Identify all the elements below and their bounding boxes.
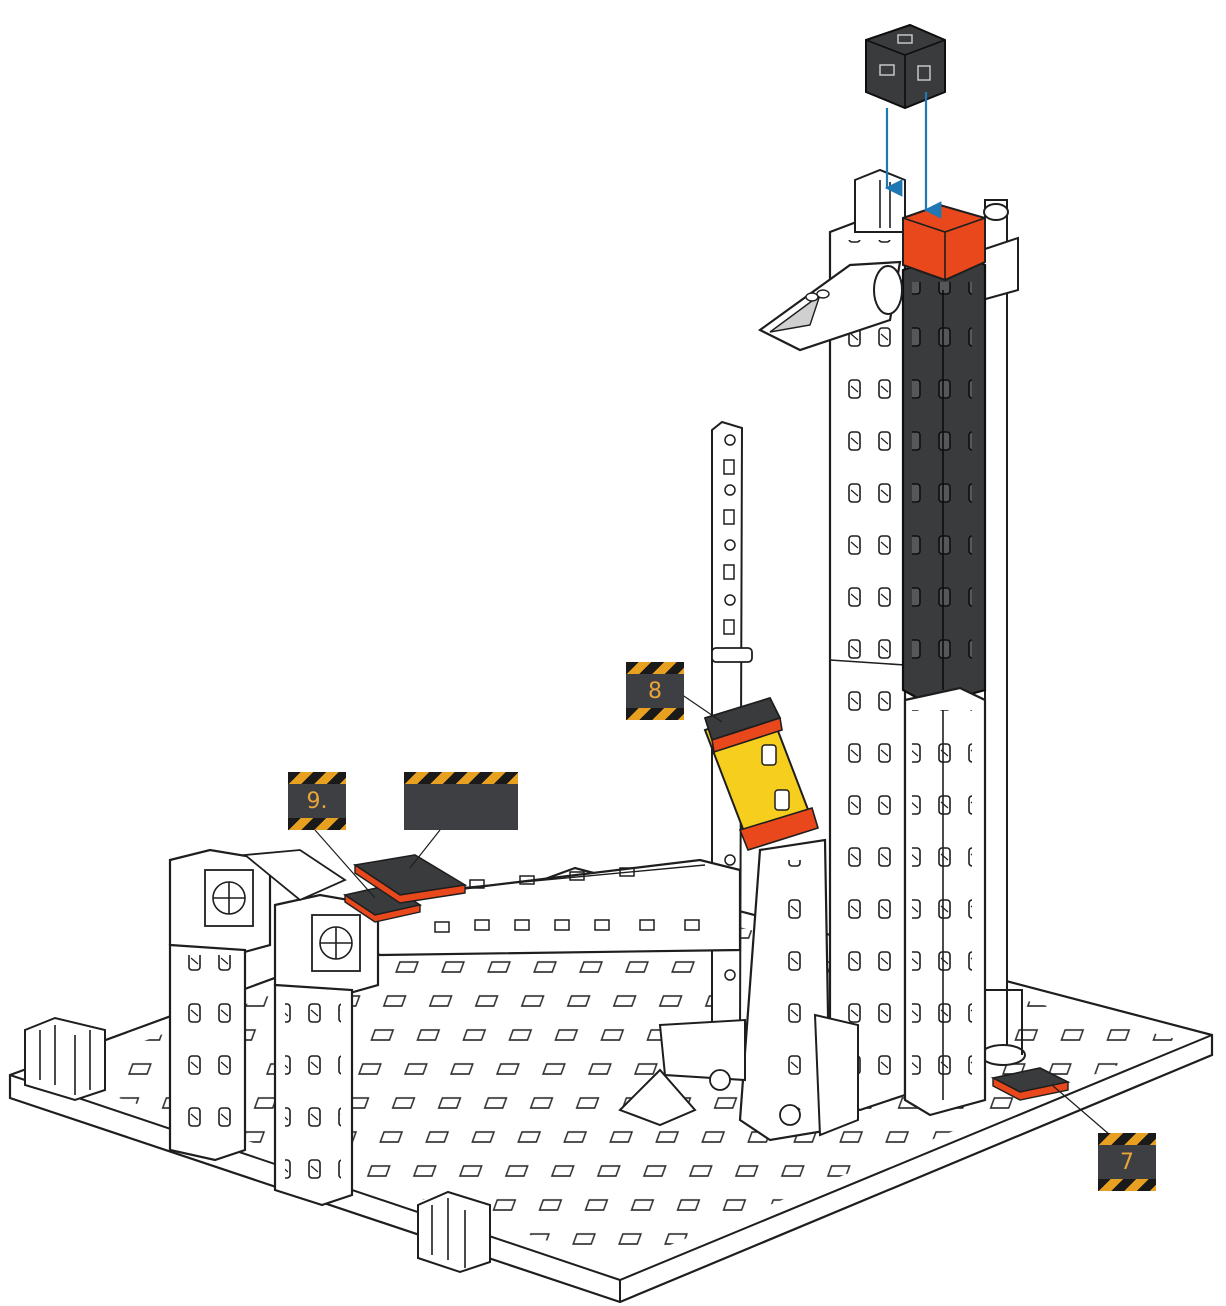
corner-clip-bottom [418, 1192, 490, 1272]
dark-column [903, 252, 985, 1115]
dark-cube [866, 25, 945, 108]
callout-blank [404, 772, 518, 830]
hazard-stripe [1098, 1179, 1156, 1191]
corner-clip-left [25, 1018, 105, 1100]
hazard-stripe [1098, 1133, 1156, 1145]
callout-step-9: 9. [288, 772, 346, 830]
callout-label: 7 [1098, 1149, 1156, 1175]
hazard-stripe [626, 708, 684, 720]
hazard-stripe [288, 818, 346, 830]
hazard-stripe [288, 772, 346, 784]
callout-label [404, 788, 518, 814]
hazard-stripe [404, 772, 518, 784]
callout-step-8: 8 [626, 662, 684, 720]
callout-label: 8 [626, 678, 684, 704]
callout-label: 9. [288, 788, 346, 814]
callout-step-7: 7 [1098, 1133, 1156, 1191]
hazard-stripe [626, 662, 684, 674]
